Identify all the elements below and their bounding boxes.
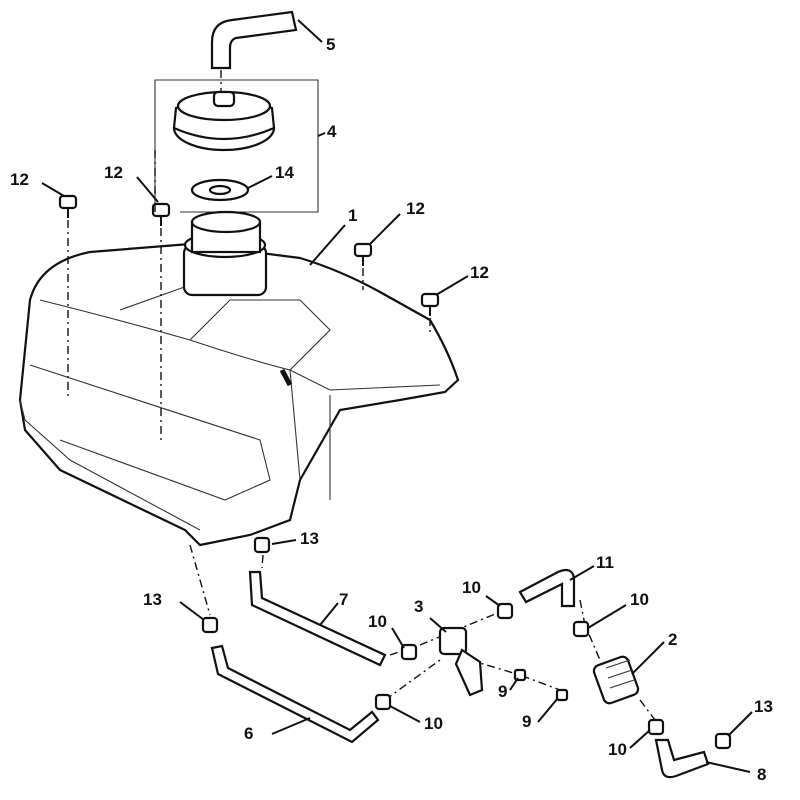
callout-10: 10	[630, 590, 649, 609]
callout-2: 2	[668, 630, 678, 649]
callout-10: 10	[424, 714, 443, 733]
callout-9: 9	[522, 712, 532, 731]
fuel-tank-part-1	[18, 210, 460, 547]
callout-10: 10	[608, 740, 627, 759]
callout-13: 13	[754, 697, 773, 716]
cap-assembly-bracket	[154, 79, 319, 213]
leader-lines	[41, 19, 753, 773]
callout-4: 4	[327, 122, 337, 141]
callout-14: 14	[275, 163, 294, 182]
fuel-filter-part-2	[592, 655, 640, 705]
fuel-hose-part-6	[210, 644, 380, 744]
callout-1: 1	[348, 206, 358, 225]
callout-13: 13	[300, 529, 319, 548]
callout-12: 12	[104, 163, 123, 182]
callout-11: 11	[596, 553, 614, 572]
callout-10: 10	[368, 612, 387, 631]
fuel-valve-part-3	[438, 626, 484, 697]
callout-12: 12	[10, 170, 29, 189]
callout-9: 9	[498, 682, 508, 701]
vent-hose-part-5	[210, 10, 298, 70]
fuel-hose-part-11	[518, 568, 576, 608]
fuel-hose-part-8	[654, 738, 710, 779]
callout-3: 3	[414, 597, 424, 616]
hose-clamps	[201, 536, 732, 750]
fuel-hose-part-7	[248, 570, 387, 667]
callout-5: 5	[326, 35, 336, 54]
callout-12: 12	[406, 199, 425, 218]
callout-6: 6	[244, 724, 254, 743]
screw-part-12	[58, 194, 440, 316]
callout-10: 10	[462, 578, 481, 597]
gasket-part-14	[190, 178, 250, 202]
callout-12: 12	[470, 263, 489, 282]
callout-7: 7	[339, 590, 349, 609]
callout-13: 13	[143, 590, 162, 609]
callout-8: 8	[757, 765, 767, 784]
fuel-cap-part-4	[172, 90, 276, 152]
